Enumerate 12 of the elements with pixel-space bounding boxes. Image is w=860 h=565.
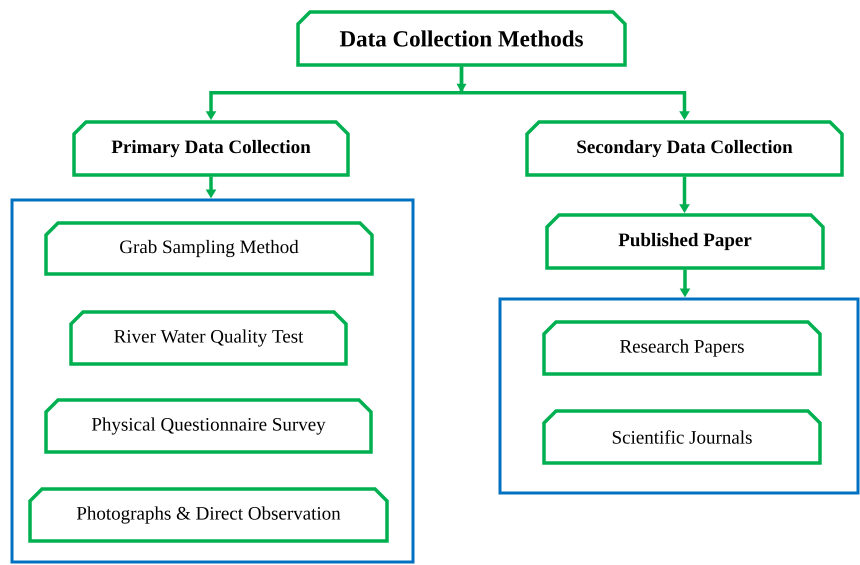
group-frame (10, 198, 414, 564)
method-box: Photographs & Direct Observation (28, 487, 389, 543)
method-box: Scientific Journals (542, 409, 822, 465)
method-box: Physical Questionnaire Survey (44, 398, 373, 454)
method-box: Published Paper (545, 213, 825, 270)
method-box: Data Collection Methods (296, 10, 627, 67)
method-box: Secondary Data Collection (525, 120, 844, 177)
method-box: Primary Data Collection (72, 120, 350, 177)
method-box: Research Papers (542, 320, 822, 376)
method-box: River Water Quality Test (69, 310, 348, 366)
method-box: Grab Sampling Method (44, 221, 374, 276)
group-frame (498, 298, 860, 494)
